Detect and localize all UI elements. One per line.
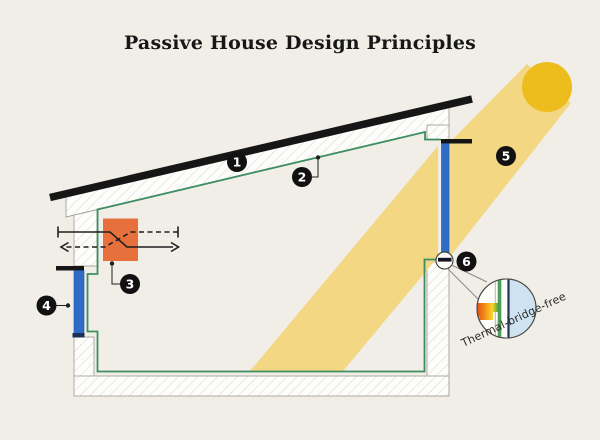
badge-3: 3 — [120, 274, 140, 294]
eave-soffit — [426, 124, 450, 141]
window-left — [73, 270, 85, 334]
roof-line — [49, 95, 473, 202]
badge-2: 2 — [292, 167, 312, 187]
magnifier-callout-lines — [447, 264, 488, 301]
badge-connectors — [56, 155, 321, 308]
svg-text:1: 1 — [233, 155, 242, 170]
badge-2-connector — [311, 155, 321, 178]
building-structure — [65, 106, 450, 397]
detail-heat-flow-arrow — [477, 303, 498, 320]
badge-1: 1 — [227, 152, 247, 172]
exhaust-air-arrow — [59, 226, 179, 253]
supply-air-arrowhead — [170, 241, 181, 253]
left-wall-upper — [73, 208, 99, 267]
sill-left — [72, 333, 85, 338]
badge-4-connector — [56, 303, 71, 308]
exhaust-air-path — [64, 231, 178, 248]
heat-recovery-unit — [103, 218, 138, 261]
airtight-envelope-line — [86, 130, 443, 373]
sill-right — [438, 257, 452, 262]
exhaust-air-arrowhead — [59, 241, 69, 253]
svg-text:6: 6 — [462, 254, 471, 269]
left-wall-lower — [73, 336, 95, 378]
sun-icon — [522, 62, 572, 112]
badge-3-connector — [109, 261, 121, 285]
sunbeam-interior — [250, 146, 438, 371]
svg-text:3: 3 — [126, 277, 135, 292]
window-right — [441, 143, 450, 257]
roof-insulation — [65, 106, 450, 218]
svg-text:2: 2 — [298, 170, 307, 185]
floor-slab — [73, 375, 450, 397]
svg-text:4: 4 — [42, 298, 51, 313]
thermal-detail-magnifier-circle — [476, 278, 537, 339]
svg-text:5: 5 — [502, 149, 511, 164]
lintel-right — [441, 139, 472, 144]
badge-4: 4 — [36, 295, 57, 316]
lintel-left — [56, 266, 84, 271]
badge-5: 5 — [496, 146, 516, 166]
diagram-title: Passive House Design Principles — [123, 32, 477, 54]
badge-6: 6 — [456, 251, 477, 272]
